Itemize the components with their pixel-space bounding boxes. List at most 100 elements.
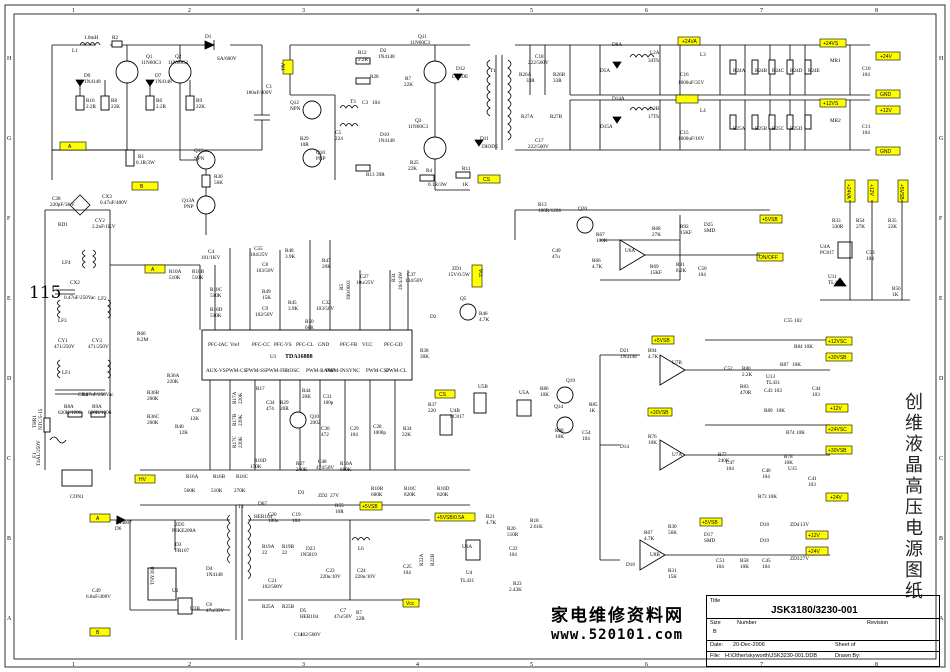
- component-label-r67v: 100K: [596, 238, 608, 244]
- component-label-r24b: R24B: [755, 68, 768, 74]
- component-label-r94v: 4.7K: [648, 354, 658, 360]
- component-label-l6: L6: [358, 546, 364, 552]
- component-label-l1: 1.0mH: [84, 35, 99, 41]
- component-label-r9: R9: [196, 98, 202, 104]
- component-label-r36cv: 200K: [147, 420, 159, 426]
- component-label-u3b: U3B: [190, 606, 200, 612]
- component-label-r85v: 1K: [589, 408, 596, 414]
- component-label-r40v: 12K: [179, 430, 188, 436]
- component-label-r19av: 22: [262, 550, 268, 556]
- tb-row-date: [707, 640, 939, 641]
- frame-column-number: 8: [875, 662, 878, 668]
- component-label-c20v: 100u: [268, 518, 279, 524]
- frame-row-letter: E: [7, 296, 11, 302]
- net-tag-30vsb-bottom: [359, 501, 383, 511]
- output-resistor: [751, 114, 759, 130]
- component-label-r12v: 2.2R: [358, 57, 368, 63]
- component-label-u4av: PC817: [820, 250, 835, 256]
- r9a-resistor: [90, 411, 106, 418]
- component-label-d11: D11: [480, 136, 489, 142]
- component-label-r10ab: R10A: [340, 461, 353, 467]
- net-tag-24va: [677, 36, 701, 46]
- size-label: Size: [710, 620, 721, 626]
- component-label-zd5: ZD5: [175, 522, 185, 528]
- d14a-diode: [612, 116, 622, 124]
- output-resistor: [768, 114, 776, 130]
- component-label-r2: R2: [112, 35, 118, 41]
- r9-resistor: [185, 95, 195, 111]
- component-label-r13v: 39R: [376, 172, 385, 178]
- component-label-r78: R78: [784, 454, 793, 460]
- component-label-r10bbv: 680K: [371, 492, 383, 498]
- component-label-c38: C38: [52, 196, 61, 202]
- component-label-l1n: L1: [72, 48, 78, 54]
- component-label-c55bv: 102: [794, 318, 802, 324]
- component-label-r27b: R27B: [550, 114, 563, 120]
- component-label-q3: Q3: [415, 118, 422, 124]
- component-label-c55b: C55: [784, 318, 793, 324]
- frame-row-letter: C: [939, 456, 943, 462]
- secondary-outputs: [515, 36, 901, 156]
- net-tag-12v-zd4: [805, 530, 829, 540]
- component-label-c25: C25: [403, 564, 412, 570]
- u1-top-pin-label: PFC-CL: [296, 342, 314, 348]
- component-label-c9: C9: [262, 306, 268, 312]
- component-label-r16v: 2.2R: [86, 104, 96, 110]
- component-label-d11v: DIODE: [482, 144, 498, 150]
- net-tag-12vsc: [825, 336, 853, 346]
- u1-part-number: TDA16888: [285, 354, 313, 360]
- component-label-r78v: 10K: [784, 460, 793, 466]
- component-label-r16bv: 510K: [211, 488, 223, 494]
- component-label-d1v: SA/600V: [217, 56, 237, 62]
- net-tag-text: +5VSB: [362, 504, 378, 510]
- halfbridge-section: [282, 44, 512, 191]
- component-label-u4a: U4A: [820, 244, 830, 250]
- component-label-r33: R33: [832, 218, 841, 224]
- component-label-r37v: 220: [428, 408, 436, 414]
- net-tag-text: +30VSB: [828, 448, 847, 454]
- component-label-r55v: 10R: [335, 509, 344, 515]
- component-label-u13: U13: [766, 374, 775, 380]
- component-label-r54v: 27K: [856, 224, 865, 230]
- component-label-r77v: 240K: [718, 458, 730, 464]
- sheet-label: Sheet of: [835, 642, 856, 648]
- component-label-r25ab: R25A: [262, 604, 275, 610]
- component-label-r56v: 1K: [892, 292, 899, 298]
- component-label-c4v: 101/1KV: [201, 255, 221, 261]
- component-label-c8v: 103/50V: [256, 268, 274, 274]
- component-label-r9a: R9A: [92, 404, 102, 410]
- component-label-d15a: D15A: [600, 124, 613, 130]
- net-tag-12vs: [819, 98, 847, 108]
- component-label-r91v: 8.2K: [676, 268, 686, 274]
- component-label-r16b: R16B: [213, 474, 226, 480]
- component-label-r21v: 4.7K: [486, 520, 496, 526]
- component-label-l2b: L2B: [650, 106, 660, 112]
- component-label-r17b: R17B: [232, 413, 238, 426]
- component-label-r46v: 4.7K: [479, 317, 489, 323]
- component-label-c32: C32: [322, 300, 331, 306]
- component-label-d67: D67: [258, 501, 267, 507]
- component-label-r68: R68: [652, 226, 661, 232]
- component-label-c47v: 104: [726, 466, 734, 472]
- component-label-c49: C49: [92, 588, 101, 594]
- component-label-l2bv: 17Th: [648, 114, 659, 120]
- component-label-c37v: 104/50V: [405, 278, 423, 284]
- net-tag-5vsb-05a: [434, 512, 476, 522]
- component-label-c6: C6: [206, 602, 212, 608]
- component-label-q14: Q14: [554, 404, 563, 410]
- d9-diode: [75, 79, 85, 87]
- component-label-zd4: ZD4: [790, 522, 800, 528]
- net-tag-text: A: [96, 516, 100, 522]
- component-label-c16v: 1000uF/35V: [678, 80, 704, 86]
- component-label-lf4: LF4: [62, 260, 71, 266]
- q1-mosfet: [115, 60, 139, 84]
- component-label-r89v: 10K: [776, 408, 785, 414]
- net-tag-labels: ABCSHV+24VA+24VS+24VGND+12VS+12VGNDACSHV…: [68, 39, 904, 636]
- component-label-r13bv: 100R/1206: [538, 208, 561, 214]
- u6a-opamp: [619, 239, 646, 271]
- component-label-lf2: LF2: [98, 296, 107, 302]
- component-label-r24c: R24C: [772, 68, 785, 74]
- net-tag-gnd-1: [875, 89, 901, 99]
